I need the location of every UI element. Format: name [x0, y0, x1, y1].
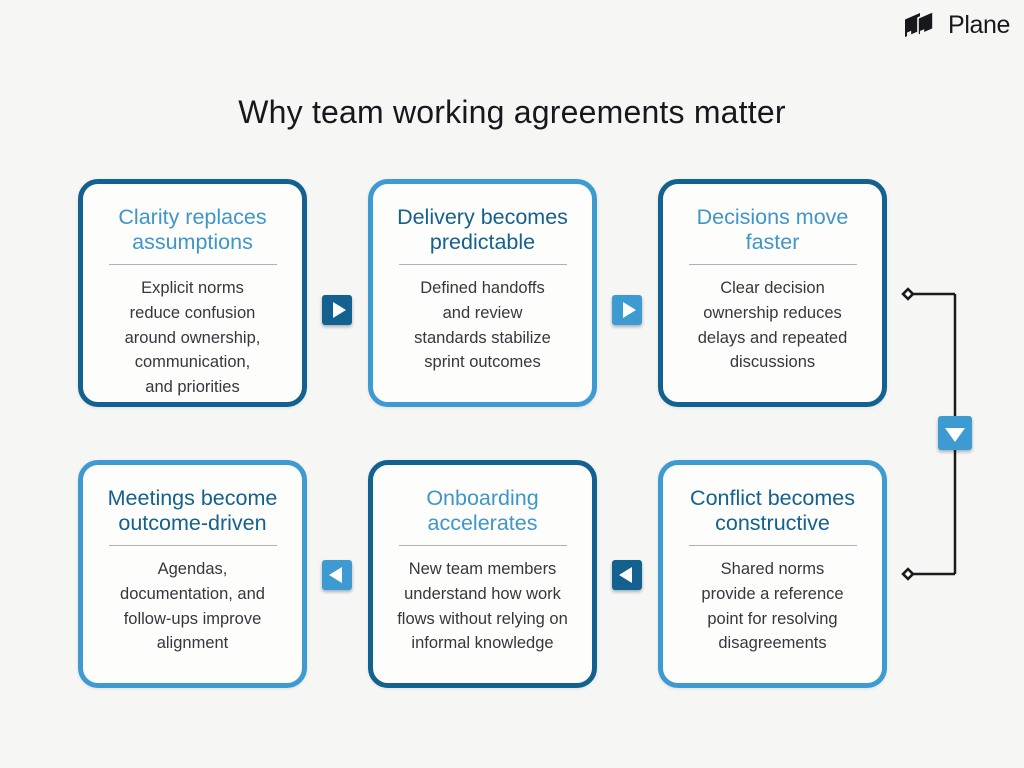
card-meetings-become-outcome-driven: Meetings become outcome-driven Agendas, … — [78, 460, 307, 688]
card-divider — [108, 264, 277, 265]
arrow-down-icon — [938, 416, 972, 450]
card-divider — [108, 545, 277, 546]
plane-logo: Plane — [903, 10, 1010, 41]
card-body: Defined handoffs and review standards st… — [414, 279, 551, 372]
card-divider — [398, 545, 567, 546]
arrow-right-icon — [322, 295, 352, 325]
arrow-right-glyph — [332, 302, 346, 318]
page-title: Why team working agreements matter — [238, 94, 786, 130]
card-divider — [688, 264, 857, 265]
card-decisions-move-faster: Decisions move faster Clear decision own… — [658, 179, 887, 407]
card-delivery-becomes-predictable: Delivery becomes predictable Defined han… — [368, 179, 597, 407]
card-body: Agendas, documentation, and follow-ups i… — [120, 560, 265, 653]
card-heading: Meetings become outcome-driven — [107, 486, 278, 535]
card-divider — [688, 545, 857, 546]
card-clarity-replaces-assumptions: Clarity replaces assumptions Explicit no… — [78, 179, 307, 407]
card-body: Clear decision ownership reduces delays … — [697, 279, 848, 372]
arrow-left-icon — [612, 560, 642, 590]
arrow-right-glyph — [622, 302, 636, 318]
card-body: New team members understand how work flo… — [397, 560, 568, 653]
card-conflict-becomes-constructive: Conflict becomes constructive Shared nor… — [658, 460, 887, 688]
plane-logo-wordmark: Plane — [948, 11, 1010, 39]
card-heading: Conflict becomes constructive — [690, 486, 855, 535]
card-onboarding-accelerates: Onboarding accelerates New team members … — [368, 460, 597, 688]
card-body: Shared norms provide a reference point f… — [701, 560, 844, 653]
card-heading: Onboarding accelerates — [426, 486, 539, 535]
card-body: Explicit norms reduce confusion around o… — [124, 279, 261, 396]
arrow-down-glyph — [945, 428, 965, 442]
plane-logo-icon — [905, 10, 934, 37]
arrow-left-glyph — [618, 567, 632, 583]
card-heading: Clarity replaces assumptions — [118, 205, 267, 254]
card-heading: Delivery becomes predictable — [397, 205, 568, 254]
connector-dot-bottom — [901, 567, 915, 581]
arrow-left-icon — [322, 560, 352, 590]
card-divider — [398, 264, 567, 265]
arrow-right-icon — [612, 295, 642, 325]
arrow-left-glyph — [328, 567, 342, 583]
card-heading: Decisions move faster — [696, 205, 849, 254]
connector-dot-top — [901, 287, 915, 301]
